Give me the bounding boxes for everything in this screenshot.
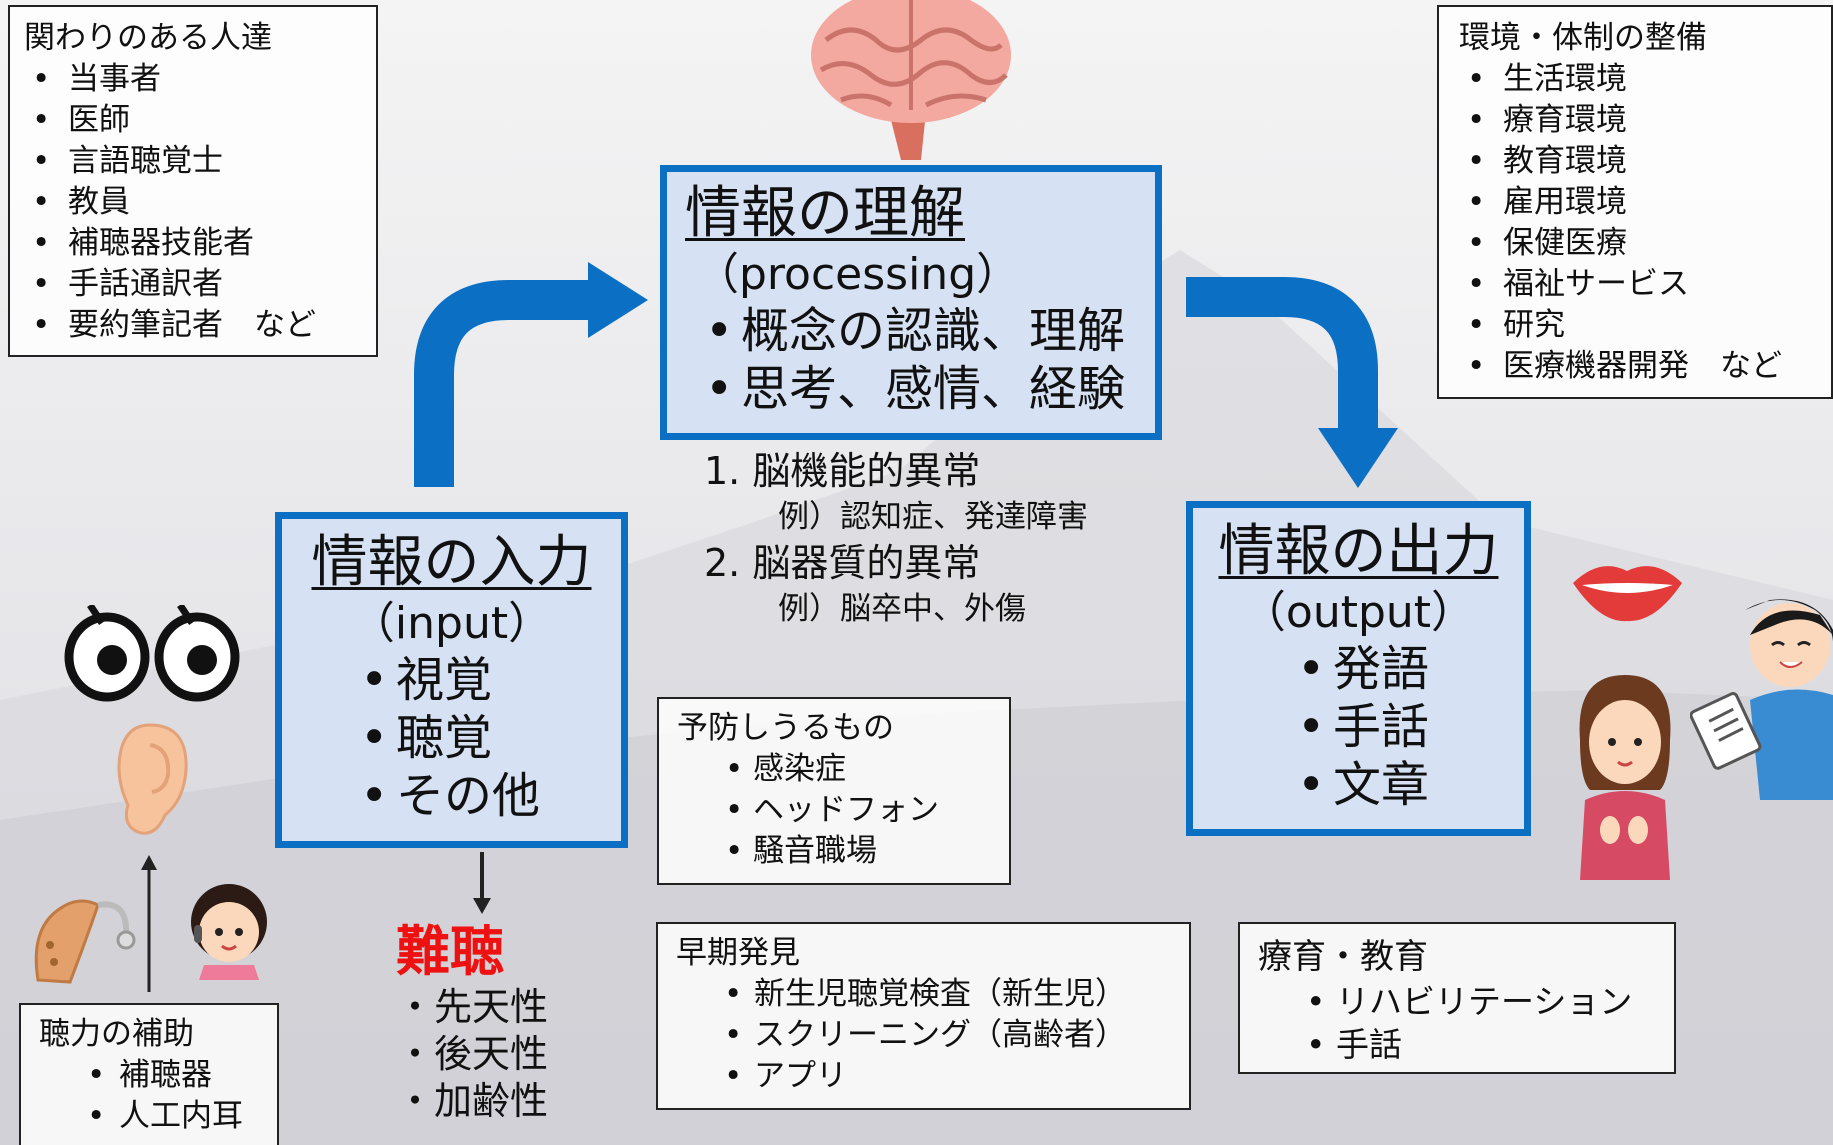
list-item: 療育環境 — [1459, 100, 1811, 141]
list-item: 研究 — [1459, 305, 1811, 346]
ear-icon — [117, 723, 188, 835]
list-item: 人工内耳 — [39, 1096, 259, 1137]
output-subtitle: （output） — [1241, 587, 1476, 638]
brain-icon — [811, 0, 1011, 160]
prevention-box: 予防しうるもの 感染症 ヘッドフォン 騒音職場 — [657, 697, 1011, 885]
list-item: 聴覚 — [302, 709, 601, 767]
input-title: 情報の入力 — [311, 530, 592, 595]
man-notepad-icon — [1690, 599, 1833, 800]
hearing-aid-box: 聴力の補助 補聴器 人工内耳 — [19, 1003, 279, 1145]
hearing-loss-item: ・後天性 — [396, 1032, 549, 1076]
list-item: 文章 — [1213, 756, 1504, 814]
environment-box-title: 環境・体制の整備 — [1459, 20, 1707, 56]
input-subtitle: （input） — [350, 598, 553, 649]
people-box: 関わりのある人達 当事者 医師 言語聴覚士 教員 補聴器技能者 手話通訳者 要約… — [8, 5, 378, 357]
list-item: 雇用環境 — [1459, 182, 1811, 223]
disorder-example-1: 例）認知症、発達障害 — [778, 499, 1088, 535]
list-item: 保健医療 — [1459, 223, 1811, 264]
arrow-head-to-hearing-loss — [473, 898, 491, 914]
list-item: 生活環境 — [1459, 59, 1811, 100]
rehab-list: リハビリテーション 手話 — [1258, 980, 1656, 1066]
processing-title: 情報の理解 — [685, 181, 965, 246]
list-item: 発語 — [1213, 640, 1504, 698]
list-item: 手話 — [1258, 1023, 1656, 1066]
output-title: 情報の出力 — [1218, 519, 1499, 584]
list-item: 新生児聴覚検査（新生児） — [676, 974, 1171, 1015]
list-item: 医師 — [24, 100, 362, 141]
hearing-loss-title: 難聴 — [396, 920, 504, 983]
lips-icon — [1573, 566, 1682, 622]
processing-subtitle: （processing） — [695, 249, 1021, 300]
eyes-icon — [64, 605, 240, 702]
list-item: 要約筆記者 など — [24, 305, 362, 346]
arrow-head-up-hearing — [141, 855, 157, 870]
people-box-title: 関わりのある人達 — [24, 20, 272, 56]
list-item: 視覚 — [302, 651, 601, 709]
list-item: 教育環境 — [1459, 141, 1811, 182]
rehab-box-title: 療育・教育 — [1258, 937, 1428, 977]
woman-signing-icon — [1579, 675, 1671, 880]
processing-box: 情報の理解 （processing） 概念の認識、理解 思考、感情、経験 — [660, 165, 1162, 440]
list-item: 補聴器 — [39, 1055, 259, 1096]
input-list: 視覚 聴覚 その他 — [302, 651, 601, 825]
list-item: 概念の認識、理解 — [685, 302, 1137, 360]
early-detection-box: 早期発見 新生児聴覚検査（新生児） スクリーニング（高齢者） アプリ — [656, 922, 1191, 1110]
output-list: 発語 手話 文章 — [1213, 640, 1504, 814]
list-item: アプリ — [676, 1056, 1171, 1097]
list-item: 手話通訳者 — [24, 264, 362, 305]
list-item: その他 — [302, 767, 601, 825]
output-box: 情報の出力 （output） 発語 手話 文章 — [1186, 501, 1531, 836]
list-item: 感染症 — [677, 749, 991, 790]
hearing-loss: 難聴 ・先天性 ・後天性 ・加齢性 — [396, 920, 596, 1125]
list-item: スクリーニング（高齢者） — [676, 1015, 1171, 1056]
hearing-aid-box-title: 聴力の補助 — [39, 1016, 194, 1052]
brain-disorders: 1. 脳機能的異常 例）認知症、発達障害 2. 脳器質的異常 例）脳卒中、外傷 — [704, 447, 1144, 631]
hearing-loss-item: ・先天性 — [396, 985, 549, 1029]
list-item: 福祉サービス — [1459, 264, 1811, 305]
list-item: リハビリテーション — [1258, 980, 1656, 1023]
arrow-head-to-output — [1318, 428, 1398, 488]
people-list: 当事者 医師 言語聴覚士 教員 補聴器技能者 手話通訳者 要約筆記者 など — [24, 59, 362, 346]
hearing-aid-list: 補聴器 人工内耳 — [39, 1055, 259, 1137]
early-detection-box-title: 早期発見 — [676, 935, 800, 971]
rehab-box: 療育・教育 リハビリテーション 手話 — [1238, 922, 1676, 1074]
list-item: 教員 — [24, 182, 362, 223]
early-detection-list: 新生児聴覚検査（新生児） スクリーニング（高齢者） アプリ — [676, 974, 1171, 1097]
list-item: 補聴器技能者 — [24, 223, 362, 264]
disorder-item-1: 1. 脳機能的異常 — [704, 449, 981, 493]
list-item: 手話 — [1213, 698, 1504, 756]
disorder-item-2: 2. 脳器質的異常 — [704, 541, 981, 585]
list-item: 言語聴覚士 — [24, 141, 362, 182]
input-box: 情報の入力 （input） 視覚 聴覚 その他 — [275, 512, 628, 848]
prevention-box-title: 予防しうるもの — [677, 710, 894, 746]
processing-list: 概念の認識、理解 思考、感情、経験 — [685, 302, 1137, 418]
arrow-head-to-processing — [588, 262, 648, 338]
list-item: 騒音職場 — [677, 831, 991, 872]
list-item: 医療機器開発 など — [1459, 346, 1811, 387]
prevention-list: 感染症 ヘッドフォン 騒音職場 — [677, 749, 991, 872]
list-item: ヘッドフォン — [677, 790, 991, 831]
list-item: 思考、感情、経験 — [685, 360, 1137, 418]
list-item: 当事者 — [24, 59, 362, 100]
hearing-aid-icon — [34, 899, 136, 984]
hearing-loss-item: ・加齢性 — [396, 1079, 549, 1123]
person-headset-icon — [191, 884, 267, 980]
environment-list: 生活環境 療育環境 教育環境 雇用環境 保健医療 福祉サービス 研究 医療機器開… — [1459, 59, 1811, 387]
environment-box: 環境・体制の整備 生活環境 療育環境 教育環境 雇用環境 保健医療 福祉サービス… — [1437, 5, 1833, 399]
disorder-example-2: 例）脳卒中、外傷 — [778, 591, 1026, 627]
